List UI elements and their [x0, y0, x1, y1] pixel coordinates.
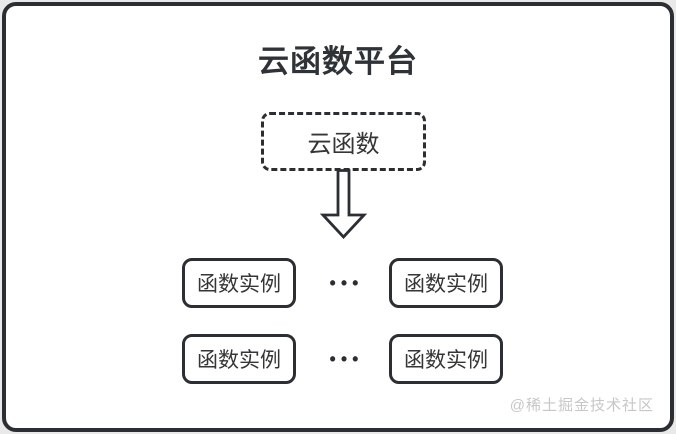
function-instance-node: 函数实例 [389, 334, 503, 384]
function-instance-node: 函数实例 [182, 334, 296, 384]
ellipsis: ••• [329, 272, 364, 293]
ellipsis: ••• [329, 348, 364, 369]
diagram-title: 云函数平台 [258, 44, 418, 79]
function-instance-node: 函数实例 [182, 258, 296, 308]
cloud-function-node: 云函数 [261, 112, 426, 171]
function-instance-node: 函数实例 [389, 258, 503, 308]
cloud-function-label: 云函数 [307, 131, 380, 158]
watermark: @稀土掘金技术社区 [509, 397, 654, 414]
down-arrow-icon [319, 169, 368, 239]
